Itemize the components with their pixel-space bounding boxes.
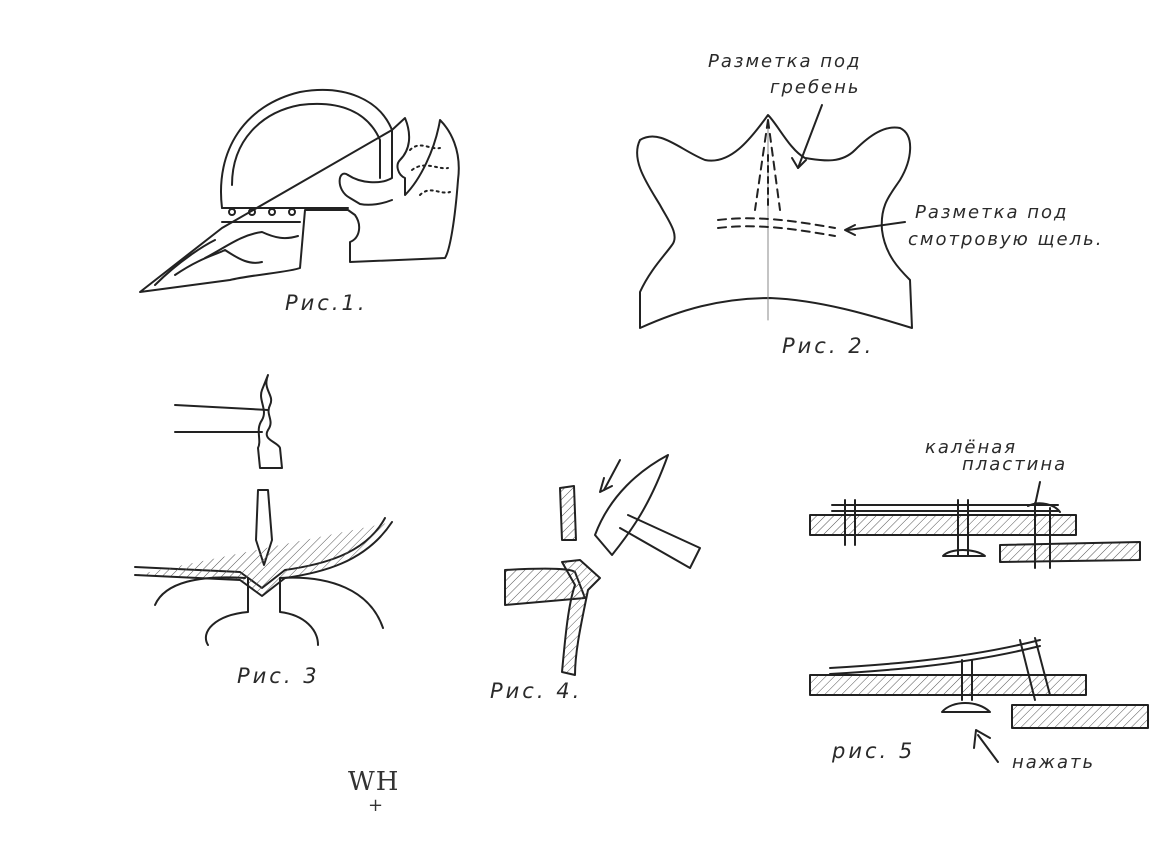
figure-5-caption: рис. 5 [832, 739, 916, 763]
helmet-drawing [139, 88, 460, 293]
slit-marking-label-line2: смотровую щель. [908, 229, 1104, 250]
latch-drawing-top [809, 481, 1141, 569]
slit-marking-label-line1: Разметка под [915, 202, 1069, 223]
author-monogram: WH [348, 767, 400, 797]
monogram-cross-mark: + [368, 795, 385, 816]
figure-2-caption: Рис. 2. [782, 334, 875, 358]
hardened-plate-label-line2: пластина [962, 454, 1068, 475]
pattern-drawing [636, 104, 913, 329]
latch-drawing-bottom [809, 637, 1149, 763]
figure-1-caption: Рис.1. [285, 291, 368, 315]
figure-4-caption: Рис. 4. [490, 679, 583, 703]
hammer-punch-drawing [134, 374, 393, 646]
hardened-plate-label-line1: калёная [925, 437, 1018, 458]
edge-bending-drawing [504, 454, 701, 676]
press-label: нажать [1012, 752, 1096, 773]
figure-3-caption: Рис. 3 [237, 664, 320, 688]
crest-marking-label-line1: Разметка под [708, 51, 862, 72]
crest-marking-label-line2: гребень [770, 77, 861, 98]
